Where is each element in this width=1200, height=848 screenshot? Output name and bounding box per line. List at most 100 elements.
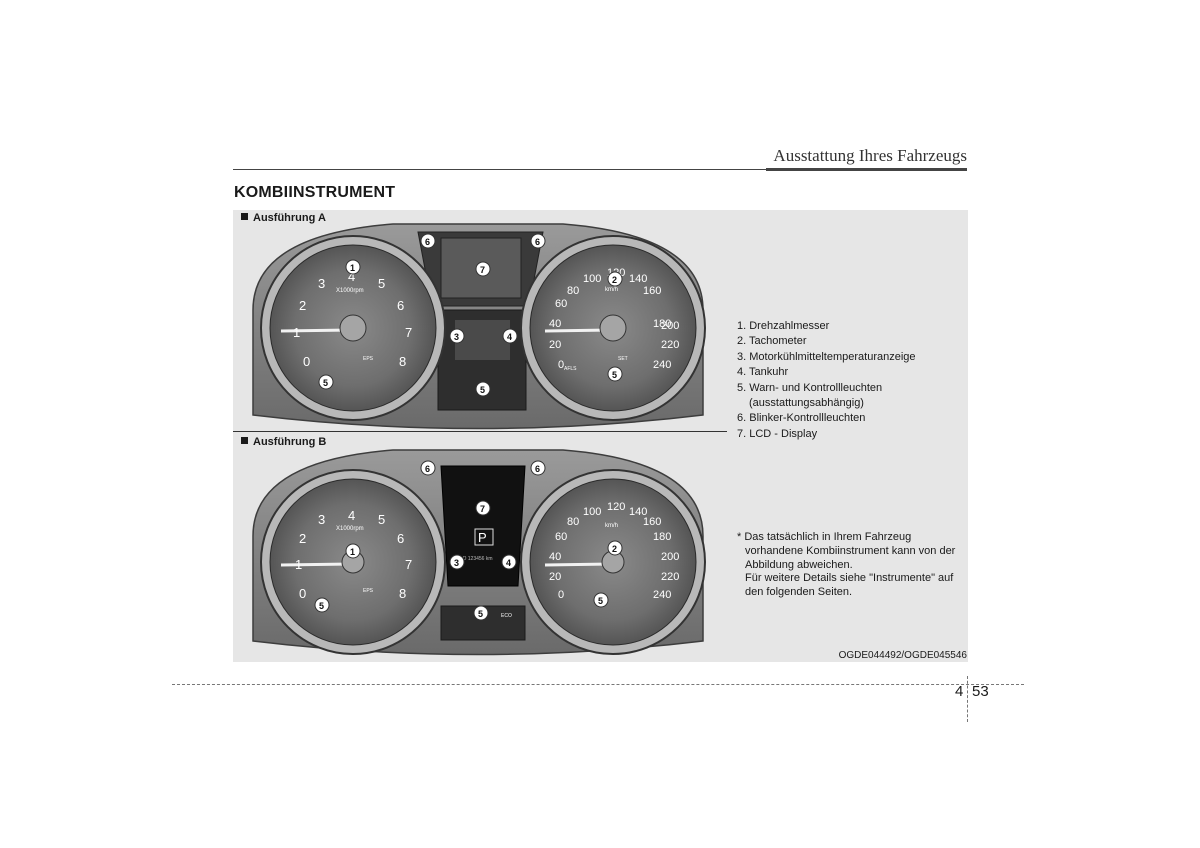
speedo-label-200: 200 (661, 551, 679, 563)
tach-label-6: 6 (397, 531, 404, 546)
speedo-label-240: 240 (653, 589, 671, 601)
tach-label-0: 0 (303, 354, 310, 369)
speedo-hub (599, 314, 627, 342)
svg-text:5: 5 (598, 596, 603, 606)
svg-text:1: 1 (350, 263, 355, 273)
speedo-label-40: 40 (549, 318, 561, 330)
speedo-label-80: 80 (567, 285, 579, 297)
speedo-label-0: 0 (558, 359, 564, 371)
svg-text:5: 5 (612, 370, 617, 380)
legend-list: 1. Drehzahlmesser 2. Tachometer 3. Motor… (737, 319, 916, 442)
tach-label-4: 4 (348, 508, 355, 523)
callout-7 (475, 261, 491, 277)
speedo-unit: km/h (605, 287, 618, 293)
tach-label-6: 6 (397, 298, 404, 313)
tach-label-3: 3 (318, 512, 325, 527)
svg-text:3: 3 (454, 558, 459, 568)
callout-6-left (420, 460, 436, 476)
figure-code: OGDE044492/OGDE045546 (838, 650, 967, 661)
tach-label-8: 8 (399, 354, 406, 369)
bullet-square-icon (241, 213, 248, 220)
tach-label-7: 7 (405, 325, 412, 340)
legend-item-6: 6. Blinker-Kontrollleuchten (737, 412, 866, 425)
legend-item-5-note: (ausstattungsabhängig) (749, 397, 864, 410)
callout-7 (475, 500, 491, 516)
tach-label-4: 4 (348, 269, 355, 284)
header-rule (233, 169, 967, 170)
callout-6-left (420, 233, 436, 249)
svg-text:5: 5 (478, 609, 483, 619)
page-chapter: 4 (955, 683, 964, 700)
speedo-label-140: 140 (629, 506, 647, 518)
cluster-b: P ODO 123456 km ECO 0 1 2 3 4 5 6 7 8 X1… (252, 449, 706, 656)
callout-1 (345, 543, 361, 559)
callout-4 (501, 554, 517, 570)
callout-5-right (593, 592, 609, 608)
cluster-a: 0 1 2 3 4 5 6 7 8 X1000rpm EPS 0 20 40 6… (252, 223, 706, 430)
svg-text:7: 7 (480, 504, 485, 514)
svg-text:5: 5 (323, 378, 328, 388)
speedo-label-220: 220 (661, 571, 679, 583)
eps-indicator: EPS (363, 588, 374, 594)
tach-needle (280, 562, 352, 567)
speedo-label-180: 180 (653, 318, 671, 330)
legend-item-5: 5. Warn- und Kontrollleuchten (737, 381, 883, 394)
speedo-label-180: 180 (653, 531, 671, 543)
variant-b-label: Ausführung B (241, 436, 326, 448)
tach-needle (280, 328, 352, 333)
speedo-needle (544, 562, 612, 567)
callout-1 (345, 259, 361, 275)
speedo-label-200: 200 (661, 320, 679, 332)
speedo-label-140: 140 (629, 273, 647, 285)
lcd-display (440, 465, 526, 587)
callout-3 (449, 554, 465, 570)
section-title: KOMBIINSTRUMENT (234, 184, 396, 201)
footer-divider (967, 676, 968, 722)
svg-text:4: 4 (507, 332, 512, 342)
callout-5-left (318, 374, 334, 390)
callout-5-right (607, 366, 623, 382)
tach-label-8: 8 (399, 586, 406, 601)
callout-5-center (473, 605, 489, 621)
tach-label-2: 2 (299, 298, 306, 313)
tach-label-0: 0 (299, 586, 306, 601)
speedo-label-0: 0 (558, 589, 564, 601)
speedo-label-40: 40 (549, 551, 561, 563)
svg-text:6: 6 (535, 237, 540, 247)
temp-fuel-display (455, 320, 510, 360)
speedo-label-100: 100 (583, 506, 601, 518)
tach-label-1: 1 (295, 557, 302, 572)
svg-text:6: 6 (425, 464, 430, 474)
speedo-label-160: 160 (643, 285, 661, 297)
tach-label-5: 5 (378, 512, 385, 527)
callout-6-right (530, 233, 546, 249)
callout-4 (502, 328, 518, 344)
speedo-unit: km/h (605, 523, 618, 529)
legend-item-4: 4. Tankuhr (737, 366, 789, 379)
tach-unit: X1000rpm (336, 288, 364, 294)
legend-item-1: 1. Drehzahlmesser (737, 320, 830, 332)
gear-indicator: P (478, 530, 487, 545)
header-rule-accent (766, 168, 967, 171)
legend-item-3: 3. Motorkühlmitteltemperaturanzeige (737, 350, 916, 363)
tach-label-1: 1 (293, 325, 300, 340)
speedo-label-160: 160 (643, 516, 661, 528)
instrument-cluster-illustration: 0 1 2 3 4 5 6 7 8 X1000rpm EPS 0 20 40 6… (252, 223, 706, 656)
bullet-square-icon (241, 437, 248, 444)
speedo-label-80: 80 (567, 516, 579, 528)
eps-indicator: EPS (363, 356, 374, 362)
eco-indicator: ECO (501, 613, 512, 619)
speedo-label-240: 240 (653, 359, 671, 371)
speedo-label-20: 20 (549, 571, 561, 583)
tach-unit: X1000rpm (336, 526, 364, 532)
speedo-label-100: 100 (583, 273, 601, 285)
speedo-label-60: 60 (555, 531, 567, 543)
header-title: Ausstattung Ihres Fahrzeugs (773, 146, 967, 165)
afls-indicator: AFLS (564, 366, 577, 372)
svg-text:1: 1 (350, 547, 355, 557)
svg-text:2: 2 (612, 275, 617, 285)
tach-label-7: 7 (405, 557, 412, 572)
odometer: ODO 123456 km (455, 556, 493, 562)
variant-divider (233, 431, 727, 432)
svg-text:6: 6 (535, 464, 540, 474)
